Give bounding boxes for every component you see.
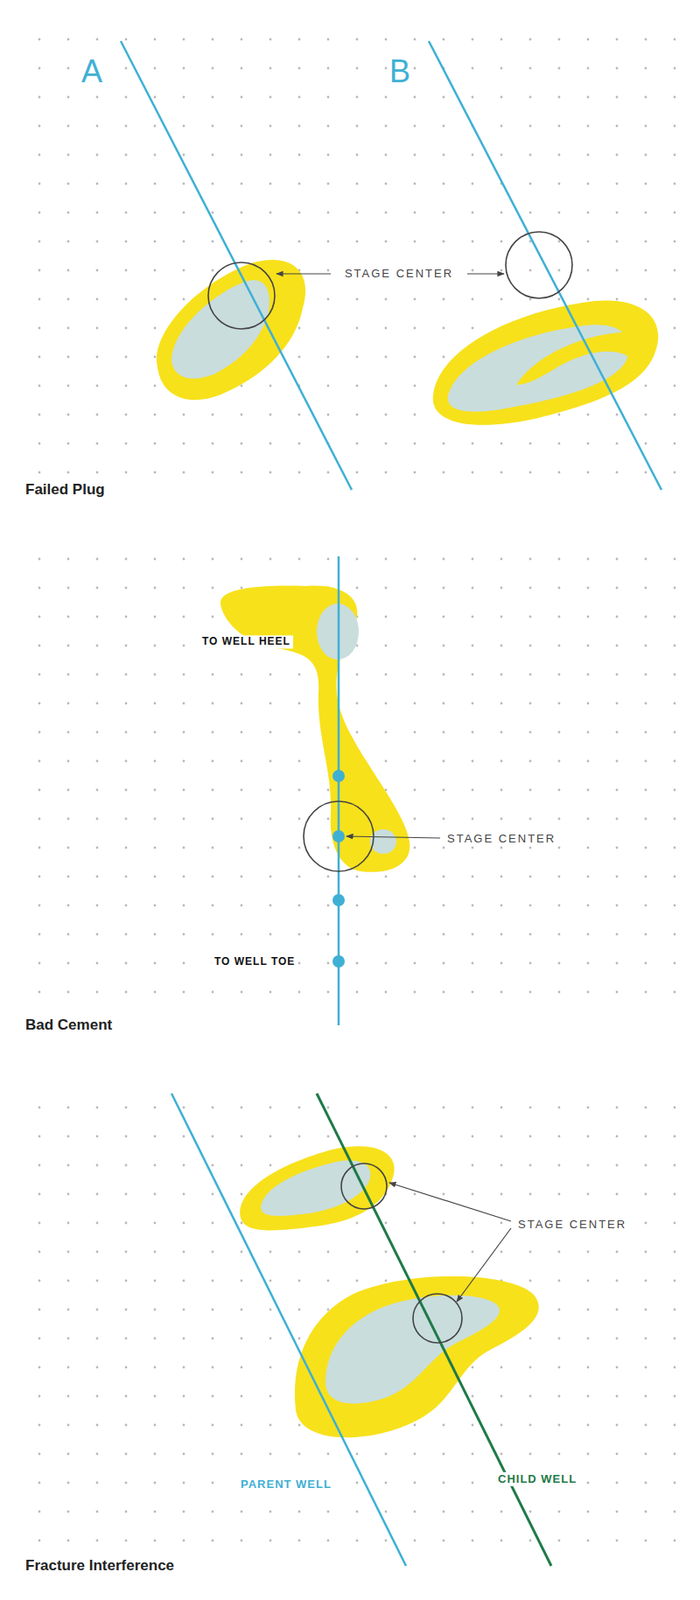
panel-caption: Bad Cement (22, 1016, 115, 1036)
panel-caption: Fracture Interference (22, 1557, 177, 1576)
perforation-dot (332, 770, 345, 783)
leader-arrow (276, 273, 331, 274)
fracture-zone (156, 259, 306, 400)
leader-arrow (467, 273, 504, 274)
well-label: CHILD WELL (495, 1472, 580, 1487)
panel-caption: Failed Plug (22, 481, 108, 500)
leader-arrow (456, 1228, 511, 1302)
direction-label: TO WELL HEEL (199, 635, 294, 649)
dot-grid (17, 17, 687, 477)
well-label: PARENT WELL (238, 1477, 335, 1492)
perforation-dot (332, 955, 345, 968)
dot-grid (17, 538, 687, 1011)
well-path (337, 556, 341, 1026)
callout-label: STAGE CENTER (515, 1218, 630, 1232)
callout-label: STAGE CENTER (342, 266, 456, 281)
well-path (428, 41, 662, 490)
callout-label: STAGE CENTER (444, 832, 559, 847)
perforation-dot (332, 894, 345, 907)
panel-letter: A (78, 53, 105, 91)
well-path (120, 41, 352, 490)
stage-circle (208, 262, 275, 329)
parent-well-path (171, 1093, 406, 1567)
fracture-zone (220, 586, 410, 873)
stage-circle (341, 1163, 387, 1210)
stage-circle (505, 231, 573, 299)
leader-arrow (346, 836, 441, 839)
stage-circle (413, 1294, 462, 1344)
fracture-zone (239, 1146, 394, 1231)
perforation-dot (332, 830, 345, 843)
panel-letter: B (386, 53, 413, 91)
dot-grid (17, 1080, 687, 1554)
child-well-path (316, 1093, 552, 1567)
direction-label: TO WELL TOE (211, 955, 298, 969)
leader-arrow (389, 1183, 511, 1222)
fracture-zone (433, 300, 659, 425)
